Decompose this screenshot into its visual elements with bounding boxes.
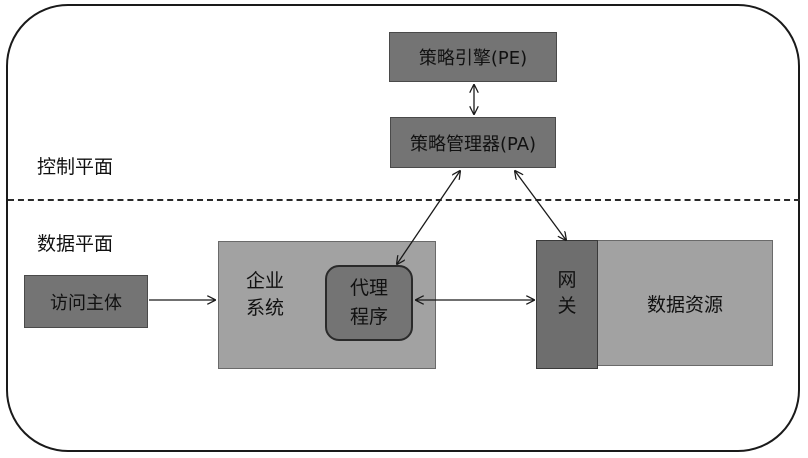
policy-engine-box: 策略引擎(PE) [389, 32, 557, 82]
data-resource-box: 数据资源 [597, 240, 773, 366]
access-subject-box: 访问主体 [24, 275, 148, 328]
policy-administrator-label: 策略管理器(PA) [409, 133, 537, 155]
pa-gateway-arrow [515, 171, 566, 240]
agent-program-label-line2: 程序 [349, 306, 388, 328]
control-plane-label: 控制平面 [37, 156, 114, 178]
agent-program-box: 代理 程序 [325, 265, 413, 341]
policy-administrator-box: 策略管理器(PA) [390, 117, 556, 168]
gateway-label-char2: 关 [557, 295, 577, 317]
gateway-label-char1: 网 [557, 269, 577, 291]
pa-agent-arrow [397, 171, 460, 264]
data-plane-label: 数据平面 [37, 233, 114, 255]
enterprise-system-label: 企业 系统 [246, 268, 284, 322]
agent-program-label-line1: 代理 [349, 277, 388, 299]
data-resource-label: 数据资源 [646, 293, 723, 316]
enterprise-system-label-line1: 企业 [246, 270, 285, 292]
enterprise-system-label-line2: 系统 [246, 297, 285, 319]
access-subject-label: 访问主体 [50, 292, 122, 314]
policy-engine-label: 策略引擎(PE) [418, 48, 528, 69]
